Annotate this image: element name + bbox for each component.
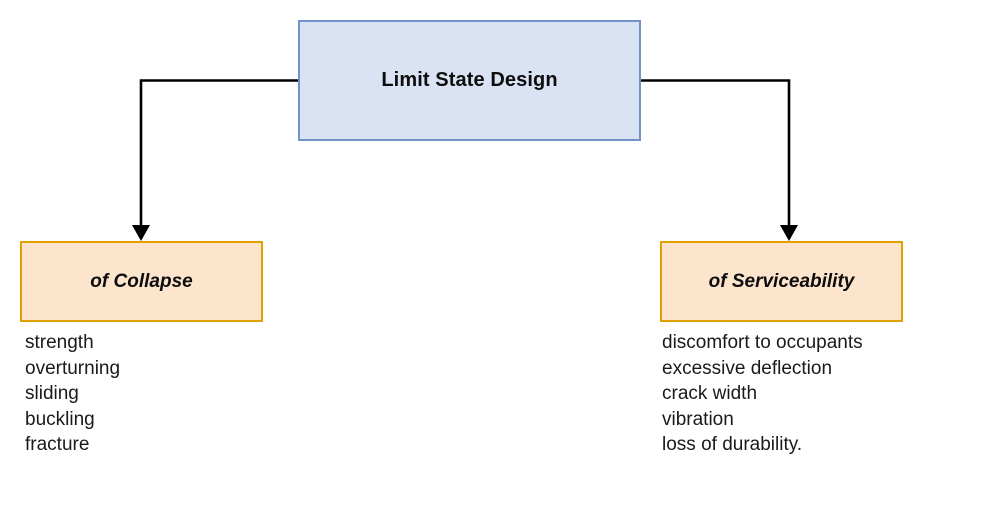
collapse-item-list: strength overturning sliding buckling fr… xyxy=(25,330,120,458)
node-of-collapse[interactable]: of Collapse xyxy=(20,241,263,322)
node-root-label: Limit State Design xyxy=(381,69,558,91)
list-item: overturning xyxy=(25,357,121,379)
list-item: strength xyxy=(25,332,94,353)
arrowhead-serviceability-icon xyxy=(780,225,798,241)
connector-root-to-collapse xyxy=(139,79,300,229)
node-of-serviceability[interactable]: of Serviceability xyxy=(660,241,903,322)
connector-root-to-serviceability xyxy=(639,79,791,229)
node-limit-state-design[interactable]: Limit State Design xyxy=(298,20,641,141)
list-item: fracture xyxy=(25,434,90,455)
list-item: loss of durability. xyxy=(662,434,803,455)
node-of-collapse-label: of Collapse xyxy=(90,270,193,292)
list-item: sliding xyxy=(25,383,79,404)
list-item: discomfort to occupants xyxy=(662,332,863,353)
list-item: vibration xyxy=(662,408,734,430)
list-item: buckling xyxy=(25,408,95,430)
list-item: crack width xyxy=(662,383,758,404)
serviceability-item-list: discomfort to occupants excessive deflec… xyxy=(662,330,863,458)
list-item: excessive deflection xyxy=(662,357,833,379)
node-of-serviceability-label: of Serviceability xyxy=(708,270,855,292)
arrowhead-collapse-icon xyxy=(132,225,150,241)
